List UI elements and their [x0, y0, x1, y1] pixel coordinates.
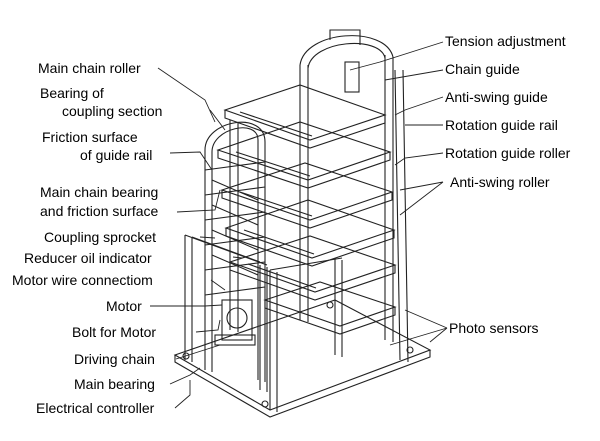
label-friction-surface-line2: of guide rail — [80, 147, 153, 163]
label-motor-wire-connection: Motor wire connectiom — [12, 272, 153, 288]
label-reducer-oil-indicator: Reducer oil indicator — [24, 250, 152, 266]
label-main-chain-bearing-line1: Main chain bearing — [40, 184, 159, 200]
label-motor: Motor — [106, 298, 142, 314]
front-frame — [184, 234, 343, 412]
left-tower — [204, 120, 266, 382]
label-anti-swing-guide: Anti-swing guide — [445, 89, 548, 105]
right-tower — [299, 29, 409, 363]
leader-lines — [150, 41, 448, 409]
label-rotation-guide-rail: Rotation guide rail — [445, 117, 558, 133]
label-bearing-coupling-line2: coupling section — [62, 103, 163, 119]
label-chain-guide: Chain guide — [445, 61, 520, 77]
label-rotation-guide-roller: Rotation guide roller — [445, 145, 571, 161]
label-electrical-controller: Electrical controller — [36, 400, 155, 416]
label-photo-sensors: Photo sensors — [449, 320, 539, 336]
label-bolt-for-motor: Bolt for Motor — [72, 324, 157, 340]
label-driving-chain: Driving chain — [74, 351, 155, 367]
pallets — [216, 84, 397, 335]
motor-housing — [221, 299, 253, 341]
label-tension-adjustment: Tension adjustment — [445, 33, 566, 49]
label-main-chain-bearing-line2: and friction surface — [40, 203, 159, 219]
label-coupling-sprocket: Coupling sprocket — [44, 229, 157, 245]
label-bearing-coupling-line1: Bearing of — [40, 85, 104, 101]
label-friction-surface-line1: Friction surface — [42, 129, 138, 145]
label-main-bearing: Main bearing — [74, 376, 155, 392]
label-main-chain-roller: Main chain roller — [38, 60, 141, 76]
label-anti-swing-roller: Anti-swing roller — [450, 174, 550, 190]
